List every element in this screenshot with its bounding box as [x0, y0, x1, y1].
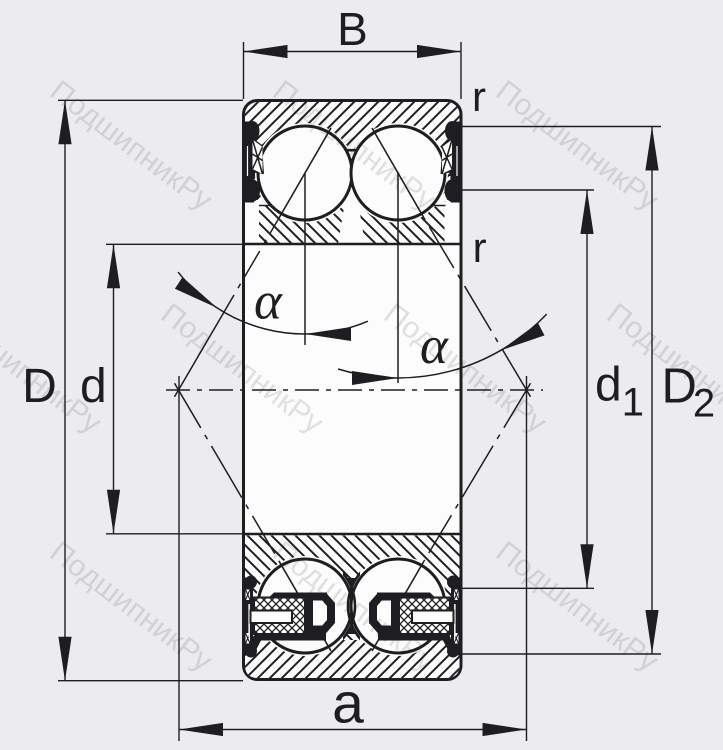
svg-text:α: α	[254, 273, 283, 331]
svg-text:B: B	[337, 3, 368, 55]
svg-text:d: d	[80, 360, 107, 413]
svg-text:r: r	[472, 73, 486, 120]
svg-text:a: a	[332, 671, 364, 735]
svg-text:D: D	[22, 360, 57, 413]
svg-text:r: r	[473, 224, 487, 271]
svg-text:α: α	[420, 317, 449, 375]
